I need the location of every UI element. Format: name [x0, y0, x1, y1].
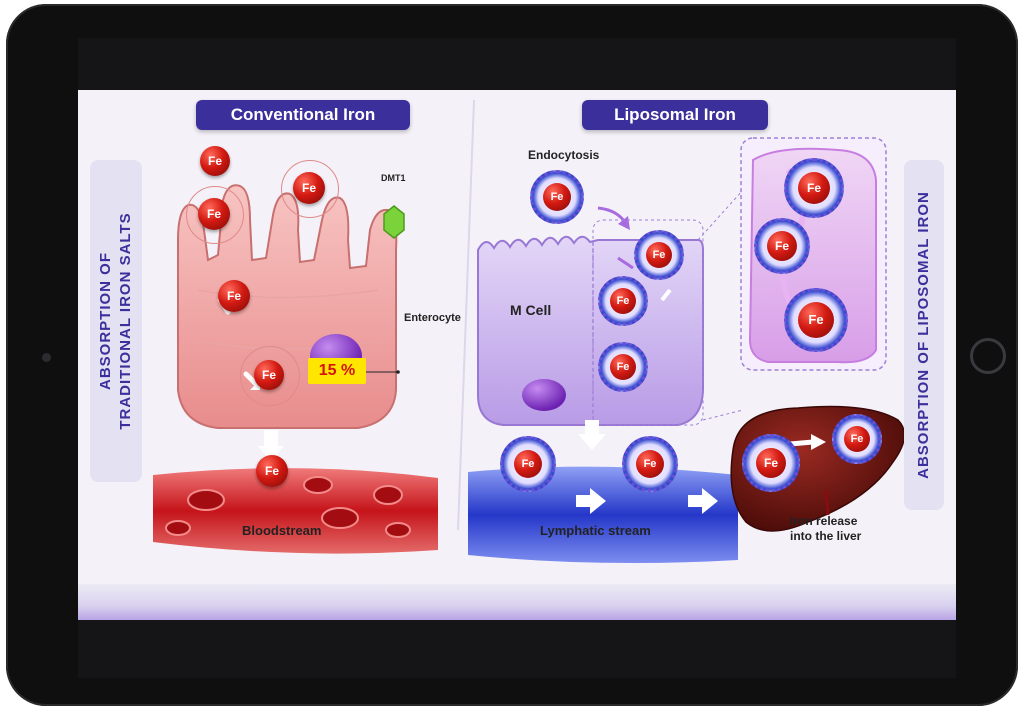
liposome-core: Fe — [610, 288, 636, 314]
tablet-frame: Conventional Iron Liposomal Iron ABSORPT… — [6, 4, 1018, 706]
m-cell-label: M Cell — [510, 302, 552, 318]
liposome-core: Fe — [798, 302, 834, 338]
liposome-core: Fe — [610, 354, 636, 380]
liposome-liver: Fe — [742, 434, 800, 492]
iron-particle: Fe — [256, 455, 288, 487]
liposome-core: Fe — [514, 450, 542, 478]
liposomal-side-text: ABSORPTION OF LIPOSOMAL IRON — [915, 191, 932, 479]
iron-particle: Fe — [198, 198, 230, 230]
lymphatic-stream-label: Lymphatic stream — [540, 523, 651, 538]
traditional-iron-side-label: ABSORPTION OF TRADITIONAL IRON SALTS — [90, 160, 142, 482]
iron-ring — [240, 346, 300, 406]
iron-particle: Fe — [218, 280, 250, 312]
liposome-core: Fe — [646, 242, 672, 268]
traditional-side-line2: TRADITIONAL IRON SALTS — [117, 212, 134, 430]
bloodstream-label: Bloodstream — [242, 523, 322, 538]
liver-label-line2: into the liver — [790, 529, 862, 543]
liposome-core: Fe — [767, 231, 797, 261]
liposomal-iron-side-label: ABSORPTION OF LIPOSOMAL IRON — [904, 160, 944, 510]
liposome-core: Fe — [756, 448, 786, 478]
dmt1-label: DMT1 — [381, 173, 406, 183]
slide-footer-band — [78, 584, 956, 620]
liposome-liver: Fe — [832, 414, 882, 464]
camera-dot — [42, 353, 51, 362]
liposome-endocytosis: Fe — [530, 170, 584, 224]
iron-particle: Fe — [293, 172, 325, 204]
liposome-core: Fe — [543, 183, 571, 211]
iron-particle: Fe — [254, 360, 284, 390]
liposome-inset: Fe — [784, 288, 848, 352]
home-button[interactable] — [970, 338, 1006, 374]
liposome-inset: Fe — [754, 218, 810, 274]
liver-label: Iron release into the liver — [790, 514, 861, 544]
screen: Conventional Iron Liposomal Iron ABSORPT… — [78, 38, 956, 678]
iron-ring — [186, 186, 244, 244]
liposomal-iron-title: Liposomal Iron — [582, 100, 768, 130]
liposome-core: Fe — [844, 426, 870, 452]
iron-particle: Fe — [200, 146, 230, 176]
liposome-in-cell: Fe — [598, 342, 648, 392]
liposome-lymph: Fe — [622, 436, 678, 492]
liposome-lymph: Fe — [500, 436, 556, 492]
liposome-in-cell: Fe — [598, 276, 648, 326]
liver-label-line1: Iron release — [790, 514, 858, 528]
liposome-core: Fe — [798, 172, 830, 204]
enterocyte-label: Enterocyte — [404, 312, 461, 324]
liposome-inset: Fe — [784, 158, 844, 218]
slide: Conventional Iron Liposomal Iron ABSORPT… — [78, 90, 956, 620]
iron-ring — [281, 160, 339, 218]
conventional-iron-title: Conventional Iron — [196, 100, 410, 130]
liposome-in-cell: Fe — [634, 230, 684, 280]
absorption-percent-badge: 15 % — [308, 358, 366, 384]
liposome-core: Fe — [636, 450, 664, 478]
endocytosis-label: Endocytosis — [528, 148, 600, 162]
traditional-side-line1: ABSORPTION OF — [97, 252, 114, 391]
